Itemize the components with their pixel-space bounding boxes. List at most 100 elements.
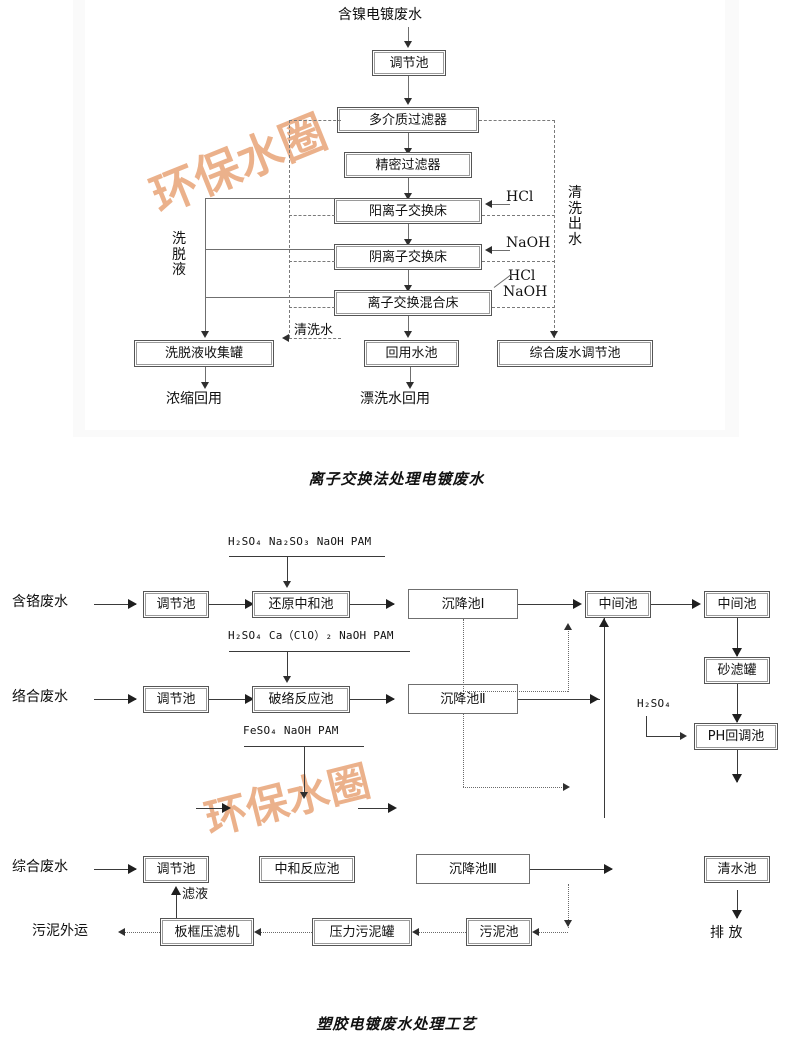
figure2-arrow-yali-banguang [254, 928, 261, 936]
figure2-node-phhuitiao-label: PH回调池 [707, 729, 765, 744]
figure1-node-jingmi[interactable]: 精密过滤器 [344, 152, 472, 178]
figure2-inlet-zonghe: 综合废水 [12, 859, 68, 875]
figure2-arrow-qs-pf [732, 910, 742, 919]
figure1-node-duojiezhi[interactable]: 多介质过滤器 [337, 107, 479, 133]
figure1-inlet-label: 含镍电镀废水 [338, 7, 422, 23]
figure2-node-poluo[interactable]: 破络反应池 [252, 686, 350, 713]
figure2-line-cj2-trunk [518, 699, 600, 700]
figure2-node-wuni[interactable]: 污泥池 [466, 918, 532, 946]
figure2-label-paifang: 排 放 [710, 925, 743, 941]
figure2-line-dose3-drop [304, 746, 305, 796]
figure2-node-shalv[interactable]: 砂滤罐 [704, 657, 770, 684]
figure2-dot-cj1-riser [568, 628, 569, 692]
figure2-node-chenjiang1[interactable]: 沉降池Ⅰ [408, 589, 518, 619]
figure2-arrow-dose4 [680, 732, 687, 740]
figure2-node-phhuitiao[interactable]: PH回调池 [694, 723, 778, 750]
figure2-node-tiaojie3-label: 调节池 [156, 862, 196, 877]
figure2-dot-sludge-to-wuni [538, 932, 568, 933]
figure2-arrow-hy-cj1 [386, 599, 395, 609]
figure1-node-yang[interactable]: 阳离子交换床 [334, 198, 482, 224]
figure2-node-zhongjian2[interactable]: 中间池 [704, 591, 770, 618]
figure2-arrow-trunk-up [599, 618, 609, 627]
figure1-arrow-elution-down [201, 331, 209, 338]
figure1-node-xituo-tank[interactable]: 洗脱液收集罐 [134, 340, 274, 367]
figure2-node-chenjiang1-label: 沉降池Ⅰ [441, 596, 485, 612]
figure1-output-piaoxi: 漂洗水回用 [360, 391, 430, 407]
figure2-dot-yali-banguang [260, 932, 312, 933]
figure1-node-tiaojie-label: 调节池 [389, 55, 429, 71]
figure2-line-dose4-v [646, 716, 647, 736]
figure1-line-jm-yang [408, 178, 409, 198]
figure1-node-hunhe-label: 离子交换混合床 [367, 295, 459, 311]
figure1-line-hcl-1 [492, 204, 510, 205]
figure1-dash-right-trunk [554, 120, 555, 338]
figure2-node-huanyuan[interactable]: 还原中和池 [252, 591, 350, 618]
figure2-line-cj3-out [530, 869, 612, 870]
figure1-line-hunhe-huiyong [408, 316, 409, 334]
figure2-line-tj2-pl [209, 699, 253, 700]
figure2-arrow-zh-tj3 [128, 864, 137, 874]
figure2-line-hy-cj1 [350, 604, 394, 605]
figure2-arrow-ge-tj [128, 599, 137, 609]
figure1-arrow-qingxi-chushui [550, 331, 558, 338]
figure1-dash-yang [289, 215, 335, 216]
figure2-arrow-dose3 [300, 792, 308, 799]
figure2-arrow-ph-down [732, 774, 742, 783]
figure1-node-yin[interactable]: 阴离子交换床 [334, 244, 482, 270]
figure2-dot-cj3-down [568, 884, 569, 928]
figure1-arrow-hcl-1 [485, 200, 492, 208]
figure2-node-qingshui[interactable]: 清水池 [704, 856, 770, 883]
figure2-node-tiaojie2[interactable]: 调节池 [143, 686, 209, 713]
figure2-node-tiaojie1[interactable]: 调节池 [143, 591, 209, 618]
figure2-arrow-sludge-to-wuni [532, 928, 539, 936]
figure2-line-lvye [176, 892, 177, 918]
figure2-node-zhongjian1-label: 中间池 [598, 597, 638, 612]
figure2-arrow-zj1-zj2 [692, 599, 701, 609]
figure2-node-zhonghe-label: 中和反应池 [274, 862, 340, 877]
figure2-dot-cj1-right [463, 691, 568, 692]
figure1-node-tiaojie[interactable]: 调节池 [372, 50, 446, 76]
figure2-node-yali[interactable]: 压力污泥罐 [312, 918, 412, 946]
figure2-node-zhongjian1[interactable]: 中间池 [585, 591, 651, 618]
figure2-dot-cj2-down [463, 714, 464, 787]
figure2-node-banguang[interactable]: 板框压滤机 [160, 918, 254, 946]
figure1-label-qingxi-chushui: 清洗出水 [568, 185, 582, 249]
figure1-dash-to-xituo [289, 338, 341, 339]
figure2-node-zhonghe[interactable]: 中和反应池 [259, 856, 355, 883]
figure2-arrow-tj1-hy [245, 599, 254, 609]
figure2-line-cj1-zj1 [518, 604, 580, 605]
figure1-node-zonghe[interactable]: 综合废水调节池 [497, 340, 653, 367]
figure2-node-tiaojie3[interactable]: 调节池 [143, 856, 209, 883]
figure1-arrow-hunhe-huiyong [404, 331, 412, 338]
figure2-line-zj1-zj2 [651, 604, 699, 605]
figure2-line-trunk-vertical [604, 618, 605, 818]
figure1-output-nongsuo: 浓缩回用 [166, 391, 222, 407]
figure1-node-hunhe[interactable]: 离子交换混合床 [334, 290, 492, 316]
figure1-arrow-yin-hunhe [404, 285, 412, 292]
figure1-arrow-yang-yin [404, 239, 412, 246]
figure1-line-yang-yin [408, 224, 409, 244]
figure2-node-chenjiang2[interactable]: 沉降池Ⅱ [408, 684, 518, 714]
figure2-node-chenjiang3[interactable]: 沉降池Ⅲ [416, 854, 530, 884]
figure1-dash-left-trunk [289, 120, 290, 338]
figure2-node-huanyuan-label: 还原中和池 [268, 597, 334, 612]
figure2-node-tiaojie1-label: 调节池 [156, 597, 196, 612]
figure1-line-inlet [408, 27, 409, 44]
figure2-dot-cj2-right [463, 787, 568, 788]
figure2-node-shalv-label: 砂滤罐 [717, 663, 757, 678]
figure2-inlet-luohe: 络合废水 [12, 689, 68, 705]
figure1-node-huiyong[interactable]: 回用水池 [364, 340, 459, 367]
figure2-node-wuni-label: 污泥池 [479, 924, 519, 940]
figure2-arrow-cj2-trunk [590, 694, 599, 704]
figure2-line-dose2-bar [229, 651, 410, 652]
figure1-line-naoh-1 [492, 250, 510, 251]
figure1-caption: 离子交换法处理电镀废水 [308, 470, 485, 488]
figure2-dot-wuni-yali [418, 932, 466, 933]
figure1-reagent-naoh-2: NaOH [503, 284, 548, 300]
figure2-arrow-pl-cj2 [386, 694, 395, 704]
figure1-node-xituo-tank-label: 洗脱液收集罐 [164, 346, 243, 361]
figure2-node-poluo-label: 破络反应池 [268, 692, 334, 707]
figure1-arrow-jm-yang [404, 193, 412, 200]
figure2-dose-4: H₂SO₄ [637, 697, 672, 710]
figure2-line-dose4-h [646, 736, 684, 737]
